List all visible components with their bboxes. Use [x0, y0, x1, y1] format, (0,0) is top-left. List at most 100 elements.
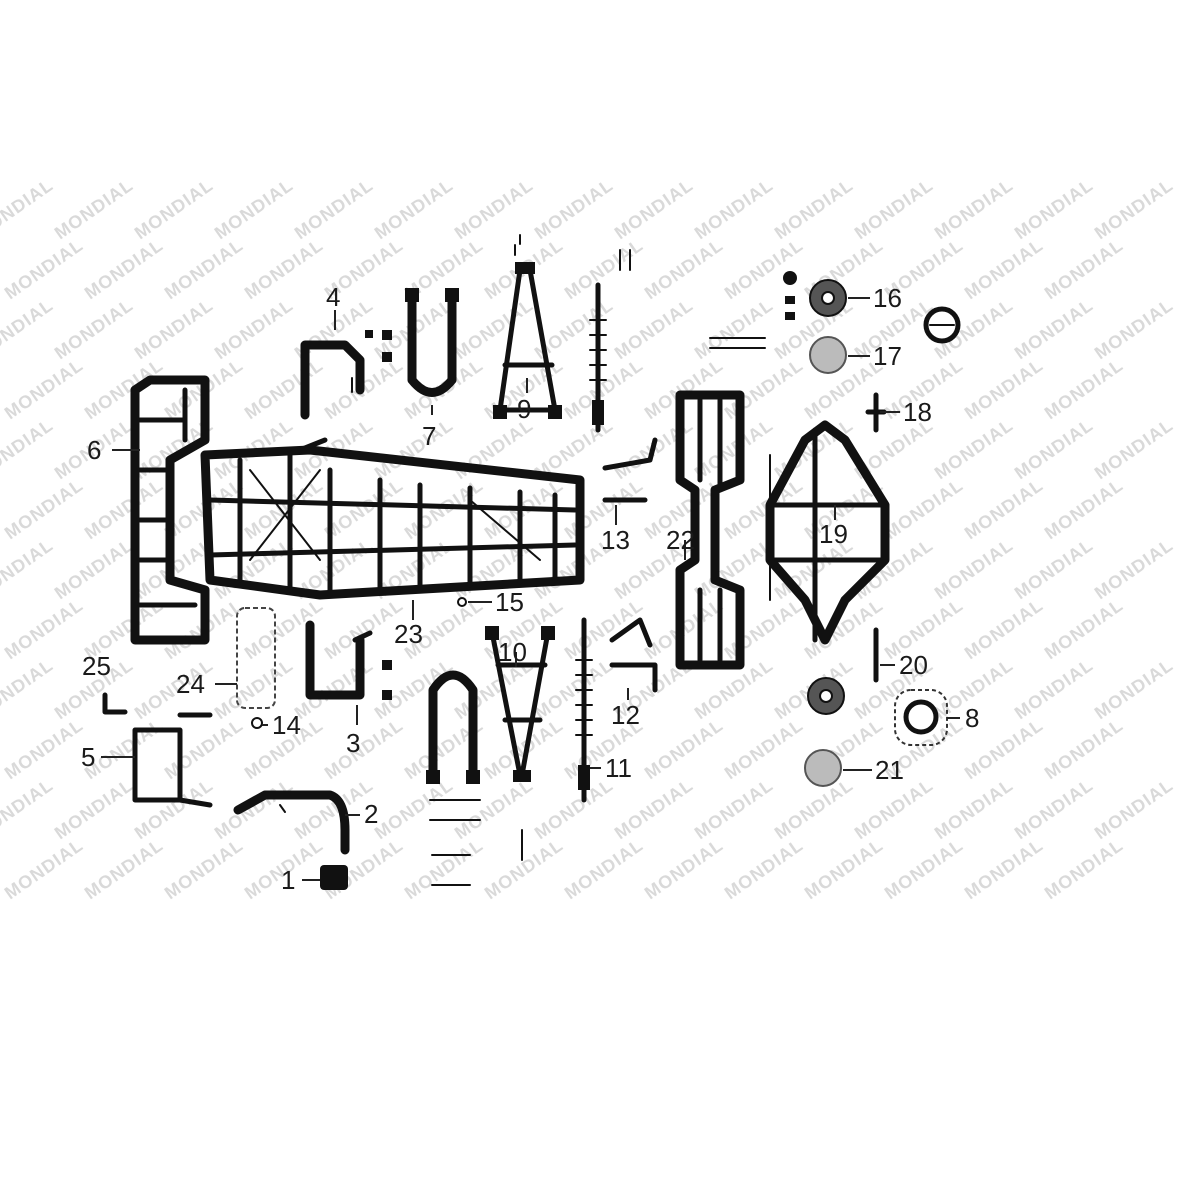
- part-9-upper-a-arm: [493, 234, 562, 419]
- part-14-ring: [251, 717, 263, 729]
- part-7-u-bracket-upper: [405, 288, 459, 397]
- watermark-text: MONDIAL: [161, 235, 247, 304]
- watermark-text: MONDIAL: [1011, 775, 1097, 844]
- watermark-text: MONDIAL: [131, 175, 217, 244]
- watermark-text: MONDIAL: [371, 775, 457, 844]
- part-5-lower-frame: [132, 712, 213, 808]
- watermark-text: MONDIAL: [51, 175, 137, 244]
- watermark-text: MONDIAL: [561, 595, 647, 664]
- watermark-text: MONDIAL: [1091, 535, 1177, 604]
- part-12-lower-link: [609, 617, 658, 693]
- watermark-text: MONDIAL: [0, 775, 57, 844]
- callout-1: 1: [281, 865, 295, 895]
- watermark-text: MONDIAL: [561, 835, 647, 904]
- watermark-text: MONDIAL: [1011, 655, 1097, 724]
- watermark-text: MONDIAL: [961, 355, 1047, 424]
- watermark-text: MONDIAL: [611, 775, 697, 844]
- watermark-text: MONDIAL: [931, 535, 1017, 604]
- watermark-text: MONDIAL: [1041, 235, 1127, 304]
- callout-17: 17: [873, 341, 902, 371]
- watermark-text: MONDIAL: [1091, 175, 1177, 244]
- part-hub-lower: [807, 677, 845, 715]
- watermark-text: MONDIAL: [161, 715, 247, 784]
- watermark-text: MONDIAL: [1041, 595, 1127, 664]
- watermark-text: MONDIAL: [81, 235, 167, 304]
- watermark-text: MONDIAL: [401, 835, 487, 904]
- watermark-text: MONDIAL: [211, 175, 297, 244]
- watermark-text: MONDIAL: [691, 415, 777, 484]
- callout-13: 13: [601, 525, 630, 555]
- watermark-text: MONDIAL: [371, 175, 457, 244]
- part-4-upper-bar: [300, 330, 392, 420]
- watermark-text: MONDIAL: [51, 775, 137, 844]
- watermark-text: MONDIAL: [771, 175, 857, 244]
- watermark-text: MONDIAL: [611, 295, 697, 364]
- callout-21: 21: [875, 755, 904, 785]
- watermark-text: MONDIAL: [1091, 295, 1177, 364]
- watermark-text: MONDIAL: [321, 715, 407, 784]
- watermark-text: MONDIAL: [881, 835, 967, 904]
- watermark-text: MONDIAL: [931, 415, 1017, 484]
- watermark-text: MONDIAL: [931, 175, 1017, 244]
- watermark-text: MONDIAL: [321, 475, 407, 544]
- part-19-rear-bumper: [765, 420, 890, 645]
- part-24-plate: [236, 607, 276, 709]
- watermark-text: MONDIAL: [0, 415, 57, 484]
- watermark-text: MONDIAL: [721, 715, 807, 784]
- watermark-text: MONDIAL: [1011, 295, 1097, 364]
- watermark-text: MONDIAL: [641, 835, 727, 904]
- part-10-lower-a-arm: [485, 626, 555, 861]
- watermark-text: MONDIAL: [801, 835, 887, 904]
- watermark-text: MONDIAL: [1041, 715, 1127, 784]
- callout-12: 12: [611, 700, 640, 730]
- watermark-text: MONDIAL: [451, 295, 537, 364]
- callout-labels: 1 2 3 4 5 6 7 8 9 10 11 12 13 14 15 16 1…: [81, 282, 979, 895]
- callout-3: 3: [346, 728, 360, 758]
- watermark-text: MONDIAL: [1091, 415, 1177, 484]
- watermark-text: MONDIAL: [1091, 655, 1177, 724]
- watermark-text: MONDIAL: [641, 235, 727, 304]
- watermark-text: MONDIAL: [241, 475, 327, 544]
- watermark-text: MONDIAL: [1, 235, 87, 304]
- watermark-text: MONDIAL: [851, 535, 937, 604]
- watermark-layer: MONDIALMONDIALMONDIALMONDIALMONDIALMONDI…: [0, 175, 1177, 904]
- watermark-text: MONDIAL: [721, 235, 807, 304]
- watermark-text: MONDIAL: [241, 235, 327, 304]
- watermark-text: MONDIAL: [131, 775, 217, 844]
- callout-8: 8: [965, 703, 979, 733]
- part-17-disc: [709, 336, 847, 374]
- callout-11: 11: [605, 753, 632, 783]
- watermark-text: MONDIAL: [851, 175, 937, 244]
- watermark-text: MONDIAL: [371, 415, 457, 484]
- callout-4: 4: [326, 282, 340, 312]
- callout-2: 2: [364, 799, 378, 829]
- watermark-text: MONDIAL: [481, 835, 567, 904]
- part-13-links: [602, 437, 658, 503]
- watermark-text: MONDIAL: [51, 295, 137, 364]
- watermark-text: MONDIAL: [81, 355, 167, 424]
- callout-14: 14: [272, 710, 301, 740]
- watermark-text: MONDIAL: [451, 775, 537, 844]
- callout-19: 19: [819, 519, 848, 549]
- part-2-grab-bar: [233, 790, 350, 855]
- leader-lines: [101, 297, 960, 881]
- watermark-text: MONDIAL: [1, 355, 87, 424]
- watermark-text: MONDIAL: [771, 775, 857, 844]
- watermark-text: MONDIAL: [1041, 835, 1127, 904]
- part-1-cap: [320, 865, 348, 890]
- callout-9: 9: [517, 394, 531, 424]
- watermark-text: MONDIAL: [691, 535, 777, 604]
- watermark-text: MONDIAL: [641, 715, 727, 784]
- callout-22: 22: [666, 525, 695, 555]
- watermark-text: MONDIAL: [1011, 175, 1097, 244]
- callout-6: 6: [87, 435, 101, 465]
- callout-7: 7: [422, 421, 436, 451]
- watermark-text: MONDIAL: [721, 835, 807, 904]
- watermark-text: MONDIAL: [531, 775, 617, 844]
- watermark-text: MONDIAL: [0, 655, 57, 724]
- part-3-lower-bar: [305, 620, 392, 700]
- watermark-text: MONDIAL: [691, 775, 777, 844]
- part-22-rear-rack: [675, 390, 745, 670]
- callout-5: 5: [81, 742, 95, 772]
- watermark-text: MONDIAL: [961, 235, 1047, 304]
